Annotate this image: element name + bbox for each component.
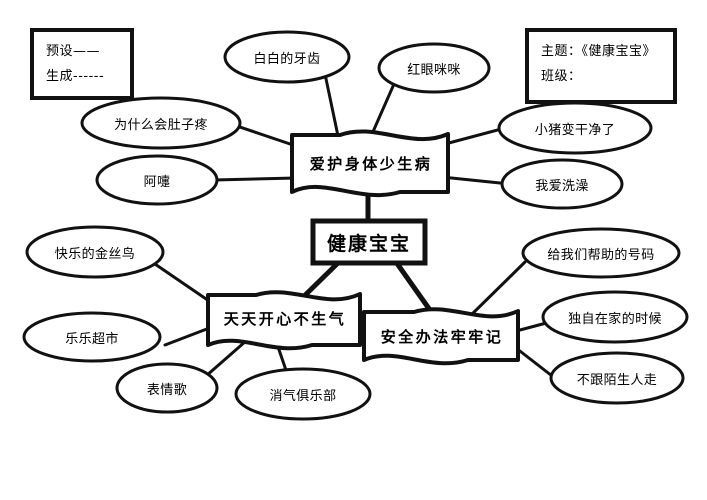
leaf-shape-alone[interactable]	[541, 290, 689, 344]
banner-shape-safety[interactable]	[362, 307, 520, 366]
legend-line-generated: 生成------	[46, 68, 105, 84]
connector-strangers	[514, 346, 558, 381]
leaf-shape-teeth[interactable]	[223, 30, 351, 84]
connector-canary	[150, 260, 214, 305]
banner-shape-health[interactable]	[290, 129, 450, 198]
connector-teeth	[323, 72, 340, 138]
leaf-shape-club[interactable]	[234, 367, 372, 421]
leaf-shape-sneeze[interactable]	[95, 154, 219, 206]
leaf-shape-strangers[interactable]	[549, 351, 685, 405]
connector-numbers	[464, 260, 527, 322]
leaf-shape-tummy[interactable]	[80, 96, 242, 150]
leaf-shape-eyes[interactable]	[377, 42, 491, 94]
legend-line-preset: 预设——	[46, 44, 101, 59]
connector-songs	[204, 339, 248, 378]
leaf-shape-market[interactable]	[22, 311, 162, 363]
center-node-shape[interactable]	[310, 218, 428, 266]
leaf-shape-numbers[interactable]	[521, 227, 681, 279]
banner-shapes	[206, 129, 520, 366]
info-box: 主题：《健康宝宝》 班级：	[525, 28, 677, 104]
legend-box: 预设—— 生成------	[30, 28, 134, 100]
leaf-shape-canary[interactable]	[25, 225, 165, 279]
leaf-shape-songs[interactable]	[115, 362, 219, 414]
leaf-shape-bath[interactable]	[500, 158, 624, 210]
connector-sneeze	[212, 176, 298, 182]
leaf-shape-pig[interactable]	[497, 101, 653, 155]
leaf-shapes	[22, 30, 689, 421]
connector-market	[163, 325, 214, 347]
info-line-class: 班级：	[541, 68, 582, 84]
info-line-topic: 主题：《健康宝宝》	[541, 44, 657, 59]
connector-tummy	[229, 122, 298, 148]
connector-eyes	[370, 82, 396, 136]
banner-shape-happy[interactable]	[206, 290, 362, 351]
